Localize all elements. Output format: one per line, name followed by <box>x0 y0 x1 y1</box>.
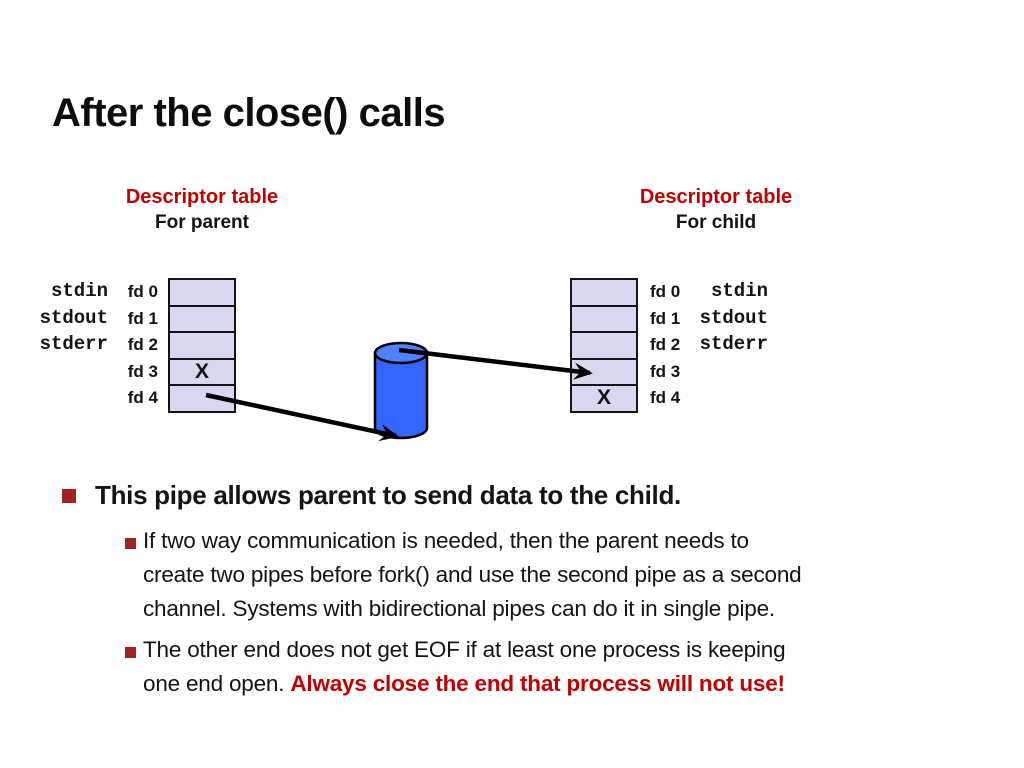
child-fd1-cell <box>570 304 638 333</box>
parent-descriptor-table: X <box>168 278 236 414</box>
child-header-line1: Descriptor table <box>639 186 793 208</box>
child-fd0-label: fd 0 <box>650 282 681 301</box>
sub-bullet2-square-icon <box>125 647 136 658</box>
child-fd2-cell <box>570 331 638 360</box>
child-stdin-label: stdin <box>710 280 768 302</box>
parent-fd3-cell: X <box>168 357 236 386</box>
main-bullet-text: This pipe allows parent to send data to … <box>95 480 681 510</box>
sub-bullet2-black-text: The other end does not get EOF if at lea… <box>143 637 786 696</box>
arrow-pipe-to-child-fd3 <box>398 347 593 380</box>
sub-bullet2-red-text: Always close the end that process will n… <box>290 671 785 696</box>
child-stdout-label: stdout <box>699 306 768 329</box>
main-bullet-square-icon <box>62 489 76 503</box>
child-fd3-cell <box>570 357 638 386</box>
sub-bullet1-text: If two way communication is needed, then… <box>143 528 802 621</box>
child-table-header: Descriptor table For child <box>576 184 856 236</box>
parent-fd0-label: fd 0 <box>127 282 158 301</box>
parent-fd2-label: fd 2 <box>127 335 158 354</box>
parent-stdin-label: stdin <box>50 280 108 302</box>
parent-fd1-label: fd 1 <box>127 308 158 328</box>
child-fd2-label: fd 2 <box>650 335 681 354</box>
parent-stdout-label: stdout <box>39 306 108 329</box>
child-descriptor-table: X <box>570 278 638 414</box>
page-title: After the close() calls <box>52 90 446 135</box>
child-fd4-cell: X <box>570 384 638 413</box>
parent-fd1-cell <box>168 304 236 333</box>
child-fd3-label: fd 3 <box>650 361 681 381</box>
child-fd0-cell <box>570 278 638 307</box>
parent-fd3-label: fd 3 <box>127 361 158 381</box>
child-header-line2: For child <box>675 212 757 233</box>
parent-fd2-cell <box>168 331 236 360</box>
sub-bullet1-square-icon <box>125 538 136 549</box>
parent-header-line2: For parent <box>155 212 249 233</box>
child-fd1-label: fd 1 <box>650 308 681 328</box>
parent-fd0-cell <box>168 278 236 307</box>
parent-header-line1: Descriptor table <box>125 186 279 208</box>
parent-table-header: Descriptor table For parent <box>62 184 342 236</box>
sub-bullet2-text: The other end does not get EOF if at lea… <box>143 633 973 701</box>
parent-fd4-label: fd 4 <box>127 388 158 407</box>
child-fd4-label: fd 4 <box>650 388 681 407</box>
child-stderr-label: stderr <box>699 333 768 355</box>
parent-fd4-cell <box>168 384 236 413</box>
parent-stderr-label: stderr <box>39 333 108 355</box>
pipe-cylinder-icon <box>373 341 429 440</box>
